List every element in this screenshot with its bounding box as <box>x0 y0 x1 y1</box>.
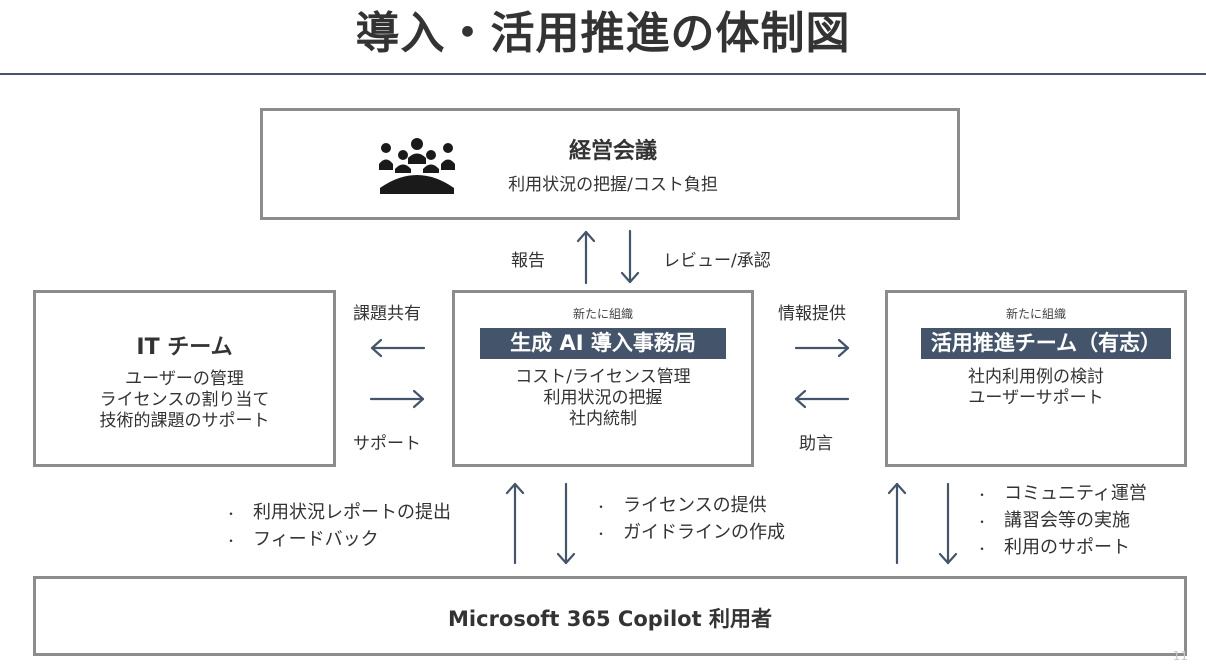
arrow-right-icon <box>369 389 425 409</box>
promo-team-line: ユーザーサポート <box>968 388 1104 408</box>
page-title: 導入・活用推進の体制図 <box>355 8 851 59</box>
it-team-line: ライセンスの割り当て <box>99 390 270 410</box>
ai-office-title: 生成 AI 導入事務局 <box>480 328 726 359</box>
it-team-box: IT チーム ユーザーの管理 ライセンスの割り当て 技術的課題のサポート <box>33 290 336 467</box>
review-label: レビュー/承認 <box>663 251 771 271</box>
info-label: 情報提供 <box>778 304 846 324</box>
arrow-down-icon <box>620 229 640 284</box>
arrow-up-icon <box>576 230 596 285</box>
arrow-up-icon <box>887 482 907 565</box>
promo-down-bullets: コミュニティ運営 講習会等の実施 利用のサポート <box>976 481 1147 562</box>
issue-share-label: 課題共有 <box>353 304 421 324</box>
page-number: 11 <box>1172 649 1188 663</box>
arrow-up-icon <box>505 482 525 565</box>
ai-office-line: 社内統制 <box>569 409 637 429</box>
list-item: ライセンスの提供 <box>595 493 785 520</box>
ai-office-line: 利用状況の把握 <box>543 388 663 408</box>
promo-team-box: 新たに組織 活用推進チーム（有志） 社内利用例の検討 ユーザーサポート <box>885 290 1187 467</box>
arrow-down-icon <box>556 482 576 565</box>
management-desc: 利用状況の把握/コスト負担 <box>508 175 718 195</box>
management-box: 経営会議 利用状況の把握/コスト負担 <box>260 108 960 220</box>
arrow-left-icon <box>794 389 850 409</box>
office-up-bullets: 利用状況レポートの提出 フィードバック <box>225 500 451 554</box>
ai-office-line: コスト/ライセンス管理 <box>515 367 691 387</box>
promo-team-title: 活用推進チーム（有志） <box>921 328 1171 359</box>
users-box: Microsoft 365 Copilot 利用者 <box>33 576 1187 656</box>
list-item: フィードバック <box>225 527 451 554</box>
ai-office-tag: 新たに組織 <box>572 307 633 321</box>
arrow-right-icon <box>794 338 850 358</box>
promo-team-desc: 社内利用例の検討 ユーザーサポート <box>888 367 1184 409</box>
title-divider <box>0 73 1206 75</box>
it-team-title: IT チーム <box>136 335 233 360</box>
users-title: Microsoft 365 Copilot 利用者 <box>448 607 772 631</box>
it-team-desc: ユーザーの管理 ライセンスの割り当て 技術的課題のサポート <box>36 369 333 432</box>
arrow-down-icon <box>938 482 958 565</box>
support-label: サポート <box>353 434 421 454</box>
list-item: 講習会等の実施 <box>976 508 1147 535</box>
list-item: 利用のサポート <box>976 535 1147 562</box>
office-down-bullets: ライセンスの提供 ガイドラインの作成 <box>595 493 785 547</box>
arrow-left-icon <box>370 338 426 358</box>
report-label: 報告 <box>511 251 545 271</box>
list-item: ガイドラインの作成 <box>595 520 785 547</box>
promo-team-line: 社内利用例の検討 <box>968 367 1104 387</box>
it-team-line: ユーザーの管理 <box>125 369 244 389</box>
it-team-line: 技術的課題のサポート <box>99 411 270 431</box>
ai-office-desc: コスト/ライセンス管理 利用状況の把握 社内統制 <box>455 367 751 430</box>
management-title: 経営会議 <box>568 139 657 164</box>
advice-label: 助言 <box>799 434 833 454</box>
list-item: コミュニティ運営 <box>976 481 1147 508</box>
promo-team-tag: 新たに組織 <box>1005 307 1066 321</box>
meeting-people-icon <box>377 138 457 198</box>
list-item: 利用状況レポートの提出 <box>225 500 451 527</box>
ai-office-box: 新たに組織 生成 AI 導入事務局 コスト/ライセンス管理 利用状況の把握 社内… <box>452 290 754 467</box>
